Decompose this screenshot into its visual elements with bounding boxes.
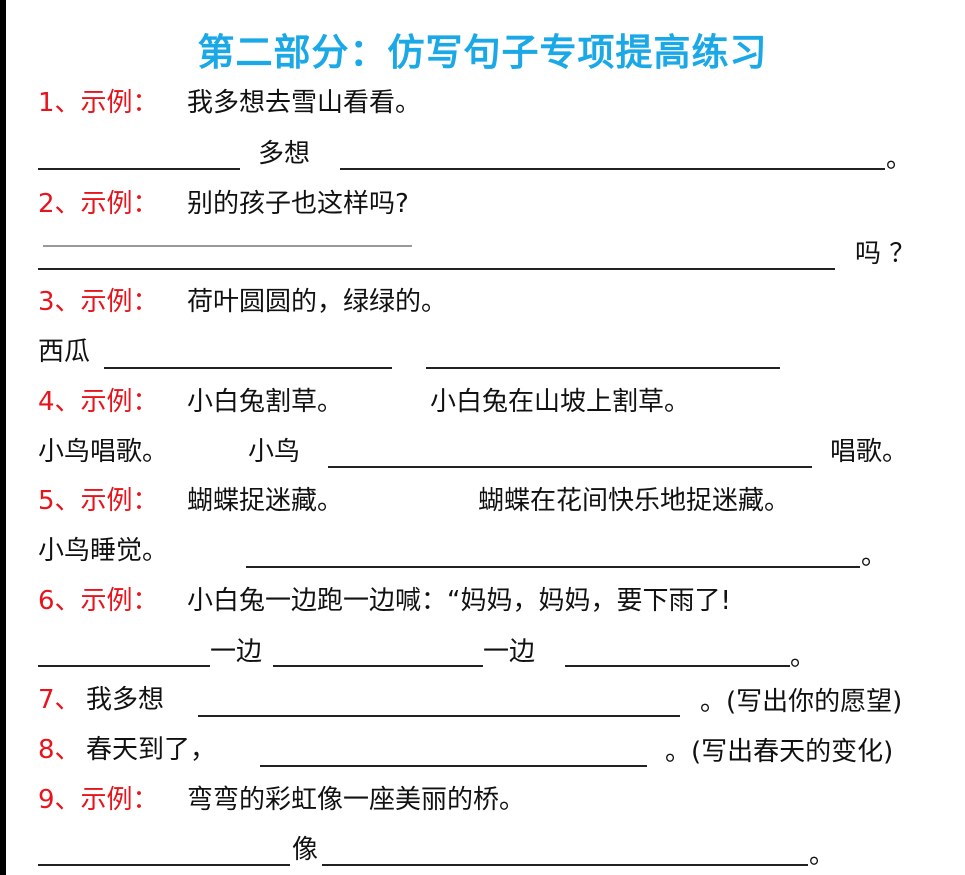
q4-end: 唱歌。 bbox=[830, 437, 909, 467]
q6-blank-2[interactable] bbox=[273, 665, 483, 667]
q6-blank-3[interactable] bbox=[565, 665, 790, 667]
q5-example-a: 蝴蝶捉迷藏。 bbox=[187, 486, 344, 516]
q6-word-1: 一边 bbox=[210, 637, 263, 667]
q6-blank-1[interactable] bbox=[38, 665, 210, 667]
page-title: 第二部分：仿写句子专项提高练习 bbox=[197, 31, 768, 74]
q4-given: 小鸟唱歌。 bbox=[38, 437, 169, 467]
q2-end: 吗 ？ bbox=[855, 239, 916, 269]
q2-label: 2、示例： bbox=[38, 189, 159, 219]
q6-example: 小白兔一边跑一边喊：“妈妈，妈妈，要下雨了! bbox=[187, 586, 731, 616]
q7-start: 我多想 bbox=[86, 685, 165, 715]
q8-end: 。(写出春天的变化) bbox=[665, 737, 894, 767]
q5-blank[interactable] bbox=[246, 566, 860, 568]
q5-given: 小鸟睡觉。 bbox=[38, 536, 169, 566]
q9-blank-1[interactable] bbox=[38, 864, 290, 866]
q3-start: 西瓜 bbox=[38, 337, 91, 367]
q4-blank[interactable] bbox=[328, 466, 812, 468]
q7-end: 。(写出你的愿望) bbox=[700, 687, 903, 717]
q4-label: 4、示例： bbox=[38, 387, 159, 417]
q9-example: 弯弯的彩虹像一座美丽的桥。 bbox=[187, 785, 526, 815]
q3-label: 3、示例： bbox=[38, 287, 159, 317]
q9-label: 9、示例： bbox=[38, 785, 159, 815]
q6-end: 。 bbox=[790, 642, 817, 672]
q2-blank[interactable] bbox=[38, 268, 835, 270]
q8-start: 春天到了， bbox=[86, 735, 217, 765]
q6-label: 6、示例： bbox=[38, 586, 159, 616]
q4-start: 小鸟 bbox=[248, 437, 301, 467]
q1-end: 。 bbox=[886, 144, 913, 174]
left-border bbox=[0, 0, 6, 875]
q4-example-b: 小白兔在山坡上割草。 bbox=[430, 387, 691, 417]
q6-word-2: 一边 bbox=[483, 637, 536, 667]
q3-blank-2[interactable] bbox=[426, 367, 780, 369]
q7-blank[interactable] bbox=[198, 715, 680, 717]
q9-word: 像 bbox=[292, 835, 319, 865]
q1-fill-word: 多想 bbox=[258, 139, 311, 169]
q9-blank-2[interactable] bbox=[322, 864, 808, 866]
q2-example: 别的孩子也这样吗? bbox=[187, 189, 409, 219]
q5-example-b: 蝴蝶在花间快乐地捉迷藏。 bbox=[478, 486, 791, 516]
q9-end: 。 bbox=[809, 840, 836, 870]
q2-guide-line bbox=[43, 245, 412, 247]
q3-example: 荷叶圆圆的，绿绿的。 bbox=[187, 287, 448, 317]
q4-example-a: 小白兔割草。 bbox=[187, 387, 344, 417]
q1-example: 我多想去雪山看看。 bbox=[187, 88, 422, 118]
q1-label: 1、示例： bbox=[38, 88, 159, 118]
q8-blank[interactable] bbox=[260, 765, 647, 767]
q5-label: 5、示例： bbox=[38, 486, 159, 516]
q1-blank-2[interactable] bbox=[340, 168, 885, 170]
q8-number: 8、 bbox=[38, 735, 81, 765]
q3-blank-1[interactable] bbox=[104, 367, 392, 369]
q1-blank-1[interactable] bbox=[38, 168, 240, 170]
q5-end: 。 bbox=[861, 541, 888, 571]
q7-number: 7、 bbox=[38, 685, 81, 715]
